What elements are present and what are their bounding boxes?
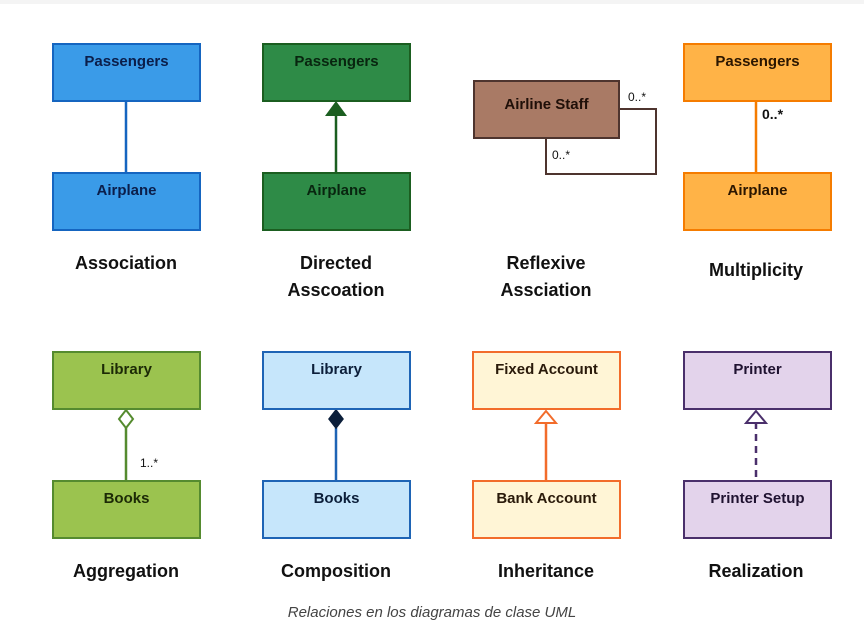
multiplicity-label: 0..* bbox=[762, 106, 784, 122]
inheritance-triangle bbox=[533, 409, 559, 424]
directed-class-airplane: Airplane bbox=[262, 172, 411, 231]
inheritance-class-bank-account: Bank Account bbox=[472, 480, 621, 539]
caption-text: Inheritance bbox=[497, 561, 595, 581]
caption-multiplicity: Multiplicity bbox=[666, 257, 846, 284]
caption-line: Assciation bbox=[500, 280, 592, 300]
caption-aggregation: Aggregation bbox=[36, 558, 216, 585]
caption-composition: Composition bbox=[246, 558, 426, 585]
multiplicity-class-passengers: Passengers bbox=[683, 43, 832, 102]
realization-class-printer-setup: Printer Setup bbox=[683, 480, 832, 539]
aggregation-class-books: Books bbox=[52, 480, 201, 539]
caption-text: Realization bbox=[708, 561, 804, 581]
reflexive-class-airline-staff: Airline Staff bbox=[473, 80, 620, 139]
class-label: Fixed Account bbox=[495, 361, 598, 378]
reflexive-multiplicity-right: 0..* bbox=[628, 90, 647, 104]
caption-realization: Realization bbox=[666, 558, 846, 585]
top-divider bbox=[0, 0, 864, 4]
class-label: Passengers bbox=[294, 53, 379, 70]
class-label: Airline Staff bbox=[504, 96, 589, 113]
association-class-airplane: Airplane bbox=[52, 172, 201, 231]
reflexive-multiplicity-bottom: 0..* bbox=[552, 148, 571, 162]
class-label: Books bbox=[103, 490, 150, 507]
class-label: Airplane bbox=[96, 182, 157, 199]
caption-line: Asscoation bbox=[287, 280, 385, 300]
caption-association: Association bbox=[36, 250, 216, 277]
association-class-passengers: Passengers bbox=[52, 43, 201, 102]
class-label: Library bbox=[311, 361, 362, 378]
caption-inheritance: Inheritance bbox=[456, 558, 636, 585]
caption-line: Reflexive bbox=[506, 253, 586, 273]
aggregation-multiplicity: 1..* bbox=[140, 456, 159, 470]
multiplicity-class-airplane: Airplane bbox=[683, 172, 832, 231]
class-label: Library bbox=[101, 361, 152, 378]
caption-text: Association bbox=[74, 253, 178, 273]
class-label: Books bbox=[313, 490, 360, 507]
class-label: Printer Setup bbox=[710, 490, 805, 507]
directed-arrowhead bbox=[325, 101, 347, 116]
realization-triangle bbox=[743, 409, 769, 424]
caption-text: Composition bbox=[281, 561, 391, 581]
class-label: Bank Account bbox=[496, 490, 597, 507]
figure-caption: Relaciones en los diagramas de clase UML bbox=[287, 604, 577, 621]
realization-class-printer: Printer bbox=[683, 351, 832, 410]
class-label: Airplane bbox=[306, 182, 367, 199]
aggregation-diamond bbox=[117, 408, 135, 430]
composition-diamond bbox=[328, 408, 344, 430]
composition-class-library: Library bbox=[262, 351, 411, 410]
class-label: Passengers bbox=[84, 53, 169, 70]
caption-line: Directed bbox=[299, 253, 373, 273]
class-label: Passengers bbox=[715, 53, 800, 70]
reflexive-loop-line bbox=[545, 108, 657, 175]
caption-text: Aggregation bbox=[73, 561, 179, 581]
composition-class-books: Books bbox=[262, 480, 411, 539]
caption-text: Multiplicity bbox=[709, 260, 803, 280]
class-label: Printer bbox=[733, 361, 782, 378]
directed-class-passengers: Passengers bbox=[262, 43, 411, 102]
aggregation-class-library: Library bbox=[52, 351, 201, 410]
inheritance-class-fixed-account: Fixed Account bbox=[472, 351, 621, 410]
class-label: Airplane bbox=[727, 182, 788, 199]
